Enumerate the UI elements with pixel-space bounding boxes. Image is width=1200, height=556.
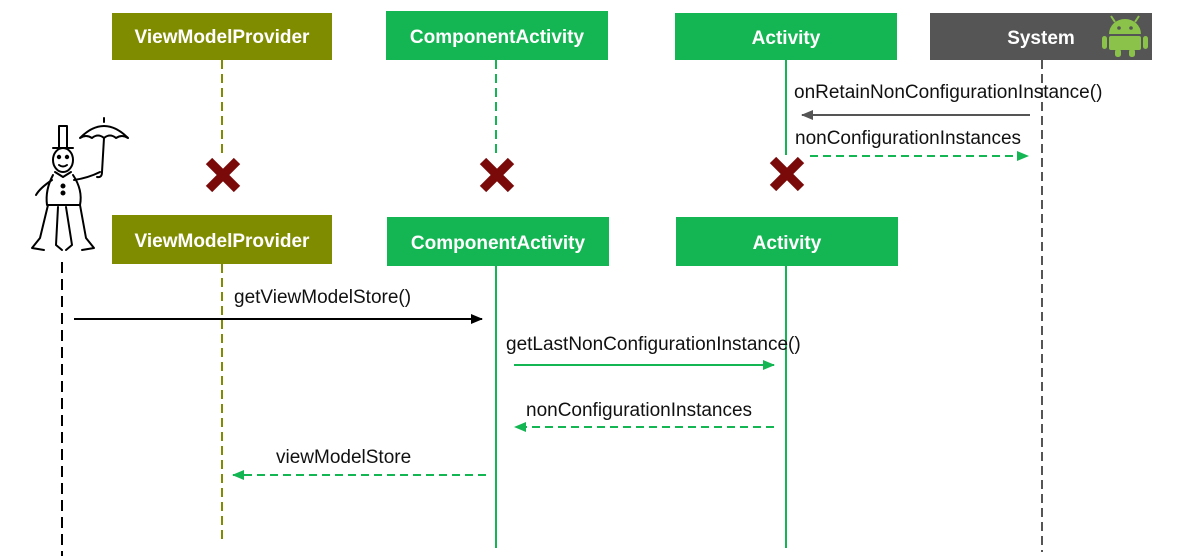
message-nonconfig-return: nonConfigurationInstances: [514, 400, 774, 432]
svg-text:ViewModelProvider: ViewModelProvider: [135, 27, 311, 48]
svg-text:getViewModelStore(): getViewModelStore(): [234, 287, 411, 308]
svg-text:Activity: Activity: [753, 233, 822, 254]
destroy-marker-componentactivity: [479, 157, 515, 193]
participant-activity-top: Activity: [675, 13, 897, 60]
message-get-viewmodel-store: getViewModelStore(): [74, 287, 483, 324]
android-robot-icon: [1102, 15, 1148, 57]
participant-system: System: [930, 13, 1152, 60]
destroy-marker-viewmodelprovider: [205, 157, 241, 193]
message-nonconfig-to-system: nonConfigurationInstances: [795, 128, 1029, 161]
svg-text:onRetainNonConfigurationInstan: onRetainNonConfigurationInstance(): [794, 82, 1102, 103]
svg-text:System: System: [1007, 28, 1075, 49]
svg-text:nonConfigurationInstances: nonConfigurationInstances: [526, 400, 752, 421]
man-with-umbrella-icon: [31, 117, 129, 251]
svg-text:getLastNonConfigurationInstanc: getLastNonConfigurationInstance(): [506, 334, 801, 355]
destroy-marker-activity: [769, 156, 805, 192]
participant-componentactivity-bottom: ComponentActivity: [387, 217, 609, 266]
participant-activity-bottom: Activity: [676, 217, 898, 266]
svg-text:viewModelStore: viewModelStore: [276, 447, 411, 468]
message-get-last-nonconfig: getLastNonConfigurationInstance(): [506, 334, 801, 370]
svg-text:nonConfigurationInstances: nonConfigurationInstances: [795, 128, 1021, 149]
svg-text:Activity: Activity: [752, 28, 821, 49]
participant-viewmodelprovider-bottom: ViewModelProvider: [112, 215, 332, 264]
participant-componentactivity-top: ComponentActivity: [386, 11, 608, 60]
svg-text:ViewModelProvider: ViewModelProvider: [135, 231, 311, 252]
svg-text:ComponentActivity: ComponentActivity: [410, 27, 585, 48]
svg-text:ComponentActivity: ComponentActivity: [411, 233, 586, 254]
message-on-retain: onRetainNonConfigurationInstance(): [794, 82, 1102, 120]
message-viewmodelstore-return: viewModelStore: [232, 447, 486, 480]
participant-viewmodelprovider-top: ViewModelProvider: [112, 13, 332, 60]
